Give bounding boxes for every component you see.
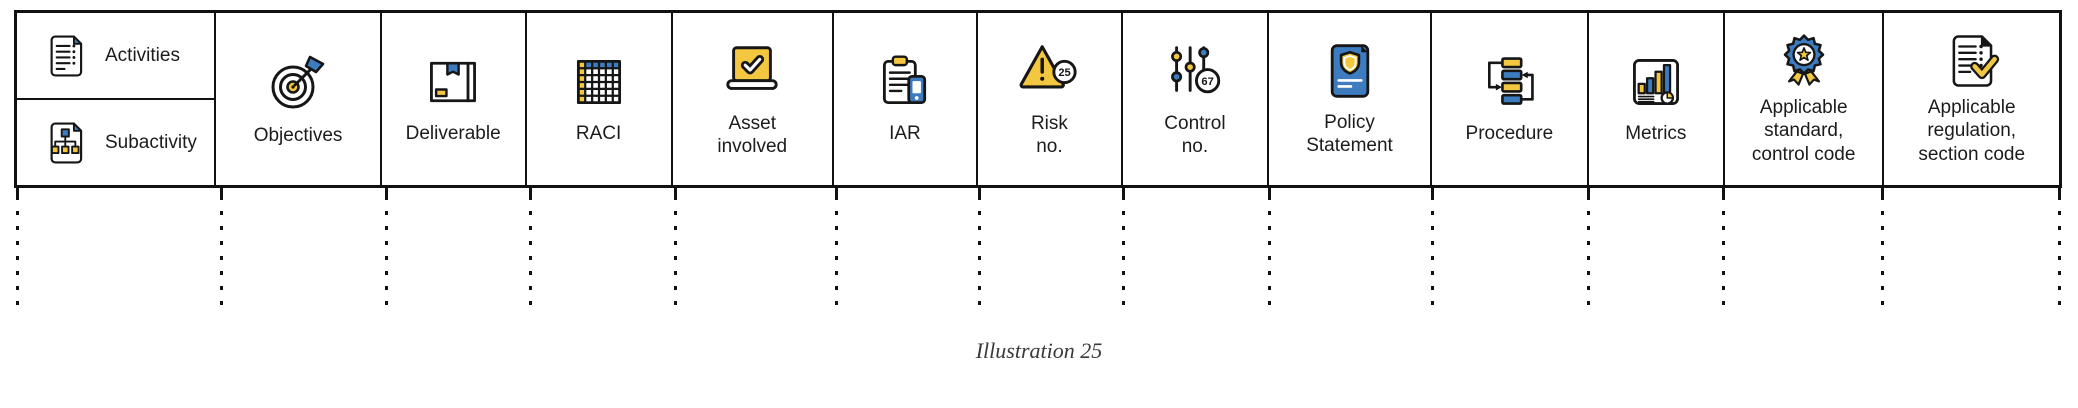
column-label: RACI [575,123,622,145]
column-label: Control no. [1164,112,1226,157]
dotted-column-guide [385,188,531,310]
dotted-column-guide [1122,188,1269,310]
deliverable-package-icon [430,62,477,103]
standard-award-rosette-icon [1783,34,1824,86]
column-label: Policy Statement [1306,111,1393,156]
column-applicable-standard: Applicable standard, control code [1723,13,1882,185]
activities-subactivity-column: Activities Subactivity [17,13,215,185]
dotted-column-guide [1586,188,1723,310]
column-label: Applicable standard, control code [1751,97,1856,165]
dotted-column-guide [835,188,980,310]
subactivity-cell: Subactivity [17,98,215,185]
column-procedure: Procedure [1430,13,1587,185]
illustration-caption: Illustration 25 [975,338,1103,363]
dotted-column-guide [220,188,387,310]
column-metrics: Metrics [1586,13,1723,185]
control-badge-number: 67 [1201,76,1213,88]
regulation-checked-document-icon [1952,35,1999,87]
procedure-flowchart-icon [1488,57,1535,106]
column-deliverable: Deliverable [379,13,525,185]
column-label: Asset involved [717,112,788,157]
column-label: Procedure [1465,123,1554,145]
risk-warning-triangle-icon: 25 [1020,45,1078,89]
control-sliders-icon: 67 [1170,46,1221,94]
table-header-row: Activities Subactivity [14,10,2062,188]
column-applicable-regulation: Applicable regulation, section code [1882,13,2059,185]
column-iar: IAR [831,13,976,185]
objectives-target-icon [271,56,325,109]
asset-involved-laptop-check-icon [726,46,778,90]
column-control-no: 67 Control no. [1120,13,1267,185]
column-label: Metrics [1625,123,1687,145]
dotted-column-guide [674,188,837,310]
column-label: Objectives [253,125,343,147]
dotted-column-guide [1880,188,2061,310]
column-label: Applicable regulation, section code [1918,97,2026,165]
risk-badge-number: 25 [1059,67,1071,79]
column-policy-statement: Policy Statement [1266,13,1430,185]
column-label: Risk no. [1030,112,1068,157]
column-raci: RACI [524,13,671,185]
process-template-table: Activities Subactivity [14,10,2062,310]
raci-matrix-grid-icon [576,60,621,105]
metrics-report-chart-icon [1632,59,1679,106]
dotted-column-guide [978,188,1124,310]
column-risk-no: 25 Risk no. [975,13,1121,185]
subactivity-tree-document-icon [50,122,83,163]
column-asset-involved: Asset involved [670,13,832,185]
dotted-column-guide [1721,188,1882,310]
dotted-column-guide [1430,188,1588,310]
column-objectives: Objectives [214,13,379,185]
policy-statement-shield-document-icon [1330,44,1369,98]
activities-document-icon [50,35,83,76]
dotted-column-guide [529,188,676,310]
iar-clipboard-phone-icon [882,55,926,105]
activities-label: Activities [105,44,180,66]
column-label: IAR [889,123,921,145]
dotted-column-guide [1267,188,1432,310]
subactivity-label: Subactivity [105,131,197,153]
empty-rows-dotted-guides [14,188,2062,310]
column-label: Deliverable [405,123,501,145]
dotted-column-guide [15,188,222,310]
activities-cell: Activities [17,13,214,98]
